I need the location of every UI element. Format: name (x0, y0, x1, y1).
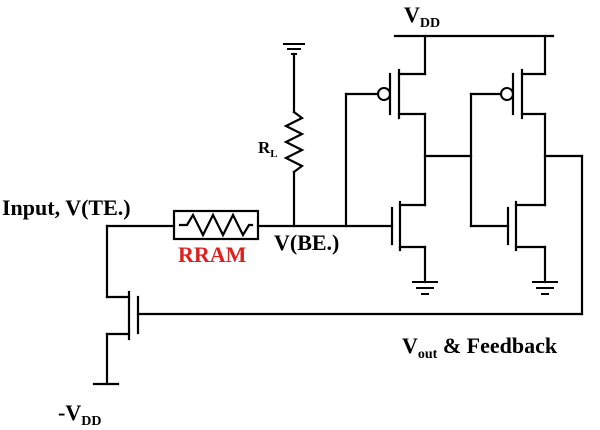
vdd-label: VDD (404, 2, 440, 31)
rram-device (172, 209, 260, 241)
ground-symbol-inv1 (412, 281, 438, 295)
inverter2-pmos (500, 34, 547, 120)
ground-symbol-top (283, 43, 305, 114)
inverter-link-wire (423, 92, 510, 228)
inverter1-pmos (377, 34, 427, 120)
resistor-label: RL (258, 138, 278, 160)
input-wire (105, 224, 176, 299)
inverter2-nmos (506, 112, 547, 284)
inverter1-nmos (390, 112, 427, 284)
neg-vdd-label: -VDD (58, 400, 101, 429)
feedback-transistor (92, 290, 140, 386)
load-resistor (283, 110, 305, 228)
ground-symbol-inv2 (532, 281, 558, 295)
vbe-label: V(BE.) (274, 230, 339, 255)
input-label: Input, V(TE.) (2, 195, 131, 220)
inverter1-gate-wire (344, 92, 380, 228)
rram-label: RRAM (178, 242, 247, 267)
vout-feedback-label: Vout & Feedback (402, 333, 558, 362)
feedback-wire (136, 154, 584, 316)
